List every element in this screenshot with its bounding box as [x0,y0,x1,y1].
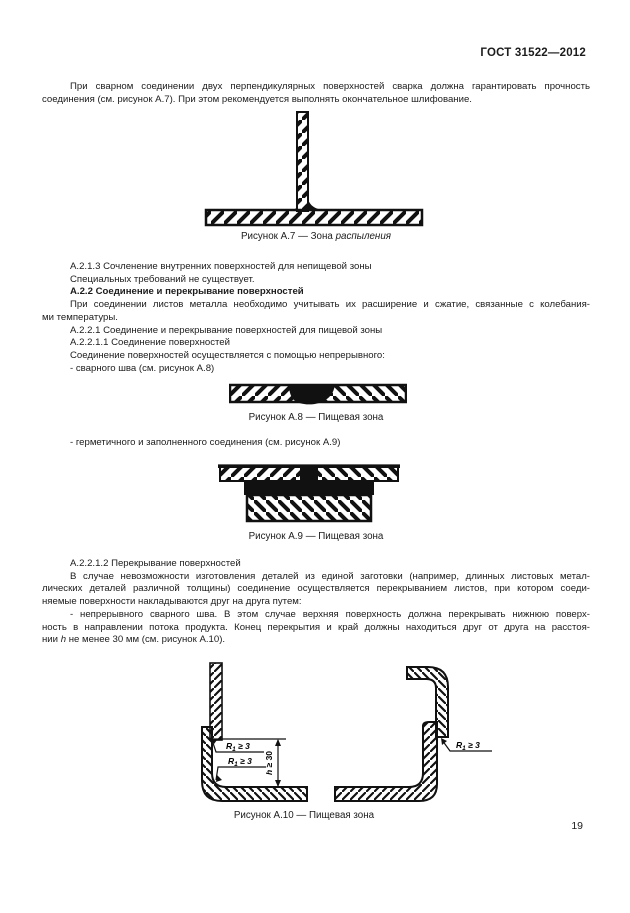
text-line: А.2.2 Соединение и перекрывание поверхно… [70,286,304,298]
radius-label-2: R1 ≥ 3 [228,756,252,768]
italic-variable: h [60,634,67,646]
text-line: лических деталей различной толщины) соед… [42,583,590,595]
section-paragraphs: А.2.1.3 Сочленение внутренних поверхност… [42,261,590,375]
figure-a7-caption: Рисунок А.7 — Зона распыления [42,231,590,242]
radius-label-1: R1 ≥ 3 [226,741,250,753]
top-plate-left [220,467,300,481]
leader-arrow-1 [211,738,217,744]
figure-a8-drawing [228,383,408,412]
right-sheet [318,385,406,402]
joint-gap [300,466,318,481]
base-plate [204,208,424,227]
text-line: - герметичного и заполненного соединения… [70,437,341,448]
lower-block [245,493,373,523]
figure-a9-caption: Рисунок А.9 — Пищевая зона [248,531,384,542]
text-line: При соединении листов металла необходимо… [70,299,590,311]
figure-a9-drawing [218,464,400,529]
text-line: А.2.2.1.1 Соединение поверхностей [70,337,230,349]
leader-line-1 [211,739,264,753]
right-inner-sheet [334,721,438,802]
text-line: А.2.2.1 Соединение и перекрывание поверх… [70,324,383,336]
text-line: соединения (см. рисунок А.7). При этом р… [42,93,472,105]
right-outer-sheet [406,666,449,738]
caption-text: Рисунок А.7 — Зона [240,231,336,242]
text-line: нии h не менее 30 мм (см. рисунок А.10). [42,634,226,646]
text-line: Специальных требований не существует. [70,273,255,285]
radius-label-3: R1 ≥ 3 [456,740,480,752]
text-line: А.2.2.1.2 Перекрывание поверхностей [70,558,241,569]
text-line: - сварного шва (см. рисунок А.8) [70,362,215,374]
text-line: А.2.1.3 Сочленение внутренних поверхност… [70,261,372,272]
sealant-band [244,481,374,495]
text-line: Соединение поверхностей осуществляется с… [70,349,385,361]
text-line: В случае невозможности изготовления дета… [70,570,590,582]
text-line: ность в направлении потока продукта. Кон… [42,621,590,633]
leader-arrow-2 [216,775,222,782]
top-plate-right [318,467,398,481]
leader-line-3 [441,739,492,752]
text-line: При сварном соединении двух перпендикуля… [70,81,590,92]
page-number: 19 [571,820,583,832]
weld-bead [289,385,335,405]
figure-a7-drawing [198,107,430,234]
weld-fillet-left [290,203,298,210]
dim-h-label: h ≥ 30 [264,751,274,775]
leader-line-2 [215,766,266,781]
document-number: ГОСТ 31522—2012 [480,47,586,59]
text-line: няемые поверхности накладываются друг на… [42,596,302,608]
figure-a10-caption: Рисунок А.10 — Пищевая зона [233,810,375,821]
bullet-a9-line: - герметичного и заполненного соединения… [42,437,590,450]
figure-a8-caption: Рисунок А.8 — Пищевая зона [248,412,384,423]
dim-arrow-top [275,739,281,746]
dim-arrow-bottom [275,780,281,787]
left-outer-sheet [201,726,308,802]
weld-fillet [307,191,322,210]
caption-italic: распыления [335,231,392,242]
figure-a10-drawing: h ≥ 30 R1 ≥ 3 R1 ≥ 3 R1 ≥ 3 [150,656,500,811]
intro-paragraph: При сварном соединении двух перпендикуля… [42,81,590,106]
text-line: - непрерывного сварного шва. В этом случ… [70,608,590,620]
text-line: ми температуры. [42,311,118,323]
vertical-plate [296,111,309,212]
leader-arrow-3 [441,738,447,745]
